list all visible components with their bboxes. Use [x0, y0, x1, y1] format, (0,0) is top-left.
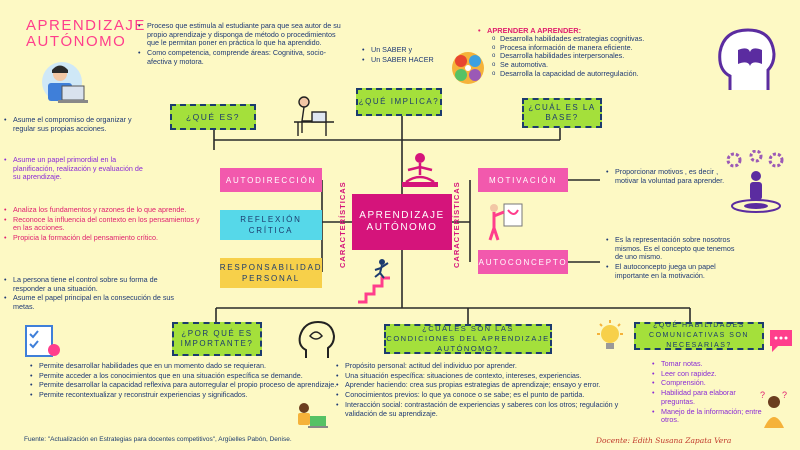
- cual-base-box: ¿CUÁL ES LA BASE?: [522, 98, 602, 128]
- meditation-icon: [402, 153, 438, 187]
- head-book-icon: [718, 28, 776, 90]
- que-implica-item: Un SABER y: [362, 45, 462, 55]
- center-box: APRENDIZAJE AUTÓNOMO: [352, 194, 452, 250]
- condiciones-item: Una situación específica: situaciones de…: [336, 371, 636, 381]
- que-es-box: ¿QUÉ ES?: [170, 104, 256, 130]
- base-item: Desarrolla habilidades estrategias cogni…: [492, 34, 708, 44]
- autoconcepto-item: El autoconcepto juega un papel important…: [606, 262, 742, 280]
- student-laptop-icon: [42, 62, 88, 103]
- por-que-box: ¿POR QUÉ ES IMPORTANTE?: [172, 322, 262, 356]
- por-que-item: Permite recontextualizar y reconstruir e…: [30, 390, 340, 400]
- por-que-item: Permite desarrollar la capacidad reflexi…: [30, 381, 340, 390]
- base-item: Se automotiva.: [492, 60, 708, 70]
- que-es-item: Proceso que estimula al estudiante para …: [138, 21, 346, 48]
- svg-text:?: ?: [782, 390, 787, 400]
- base-heading: •APRENDER A APRENDER:: [478, 26, 582, 35]
- que-implica-item: Un SABER HACER: [362, 55, 462, 65]
- left-list-3: Analiza los fundamentos y razones de lo …: [4, 205, 200, 244]
- left-item: Propicia la formación del pensamiento cr…: [4, 233, 200, 243]
- head-thought-icon: [298, 320, 336, 358]
- que-implica-list: Un SABER y Un SABER HACER: [362, 45, 462, 65]
- svg-text:?: ?: [760, 390, 765, 400]
- painter-icon: [488, 203, 523, 241]
- condiciones-item: Interacción social: contrastación de exp…: [336, 400, 636, 418]
- habilidades-item: Manejo de la información; entre otros.: [652, 407, 762, 425]
- left-item: Asume el papel principal en la consecuci…: [4, 293, 184, 311]
- motivacion-box: MOTIVACIÓN: [478, 168, 568, 192]
- habilidades-item: Comprensión.: [652, 379, 762, 388]
- responsabilidad-box: RESPONSABILIDAD PERSONAL: [220, 258, 322, 288]
- base-item: Procesa información de manera eficiente.: [492, 43, 708, 53]
- person-gears-icon: [726, 150, 784, 213]
- person-desk-icon: [294, 96, 334, 136]
- que-implica-box: ¿QUÉ IMPLICA?: [356, 88, 442, 116]
- base-list: Desarrolla habilidades estrategias cogni…: [492, 34, 708, 79]
- speech-bubble-icon: [770, 330, 792, 352]
- base-section: •APRENDER A APRENDER: Desarrolla habilid…: [478, 26, 708, 79]
- condiciones-list: Propósito personal: actitud del individu…: [336, 361, 636, 419]
- por-que-item: Permite desarrollar habilidades que en u…: [30, 361, 340, 371]
- condiciones-item: Conocimientos previos: lo que ya conoce …: [336, 390, 636, 400]
- left-item: Analiza los fundamentos y razones de lo …: [4, 205, 200, 215]
- que-es-item: Como competencia, comprende áreas: Cogni…: [138, 48, 346, 66]
- motivacion-list: Proporcionar motivos , es decir , motiva…: [606, 167, 734, 186]
- left-list-2: Asume un papel primordial en la planific…: [4, 155, 144, 183]
- autoconcepto-item: Es la representación sobre nosotros mism…: [606, 235, 742, 262]
- left-item: Asume un papel primordial en la planific…: [4, 155, 144, 182]
- checklist-icon: [25, 325, 60, 357]
- condiciones-box: ¿CUÁLES SON LAS CONDICIONES DEL APRENDIZ…: [384, 324, 552, 354]
- base-item: Desarrolla la capacidad de autorregulaci…: [492, 69, 708, 79]
- climbing-stairs-icon: [358, 259, 390, 304]
- woman-question-icon: ? ?: [760, 390, 787, 428]
- page-title: APRENDIZAJE AUTÓNOMO: [26, 17, 146, 50]
- left-item: Asume el compromiso de organizar y regul…: [4, 115, 154, 133]
- autodireccion-box: AUTODIRECCIÓN: [220, 168, 322, 192]
- por-que-list: Permite desarrollar habilidades que en u…: [30, 361, 340, 401]
- habilidades-box: ¿QUÉ HABILIDADES COMUNICATIVAS SON NECES…: [634, 322, 764, 350]
- condiciones-item: Propósito personal: actitud del individu…: [336, 361, 636, 371]
- habilidades-item: Leer con rapidez.: [652, 369, 762, 379]
- caracteristicas-right-label: CARACTERÍSTICAS: [452, 181, 461, 269]
- left-list-1: Asume el compromiso de organizar y regul…: [4, 115, 154, 134]
- por-que-item: Permite acceder a los conocimientos que …: [30, 371, 340, 381]
- docente-signature: Docente: Edith Susana Zapata Vera: [596, 436, 732, 445]
- reflexion-box: REFLEXIÓN CRÍTICA: [220, 210, 322, 240]
- condiciones-item: Aprender haciendo: crea sus propias estr…: [336, 381, 636, 390]
- left-list-4: La persona tiene el control sobre su for…: [4, 275, 184, 313]
- habilidades-item: Tomar notas.: [652, 359, 762, 369]
- autoconcepto-list: Es la representación sobre nosotros mism…: [606, 235, 742, 282]
- source-text: Fuente: "Actualización en Estrategias pa…: [24, 436, 292, 443]
- brain-gears-icon: [452, 52, 484, 84]
- habilidades-list: Tomar notas. Leer con rapidez. Comprensi…: [652, 359, 762, 426]
- motivacion-item: Proporcionar motivos , es decir , motiva…: [606, 167, 734, 185]
- que-es-list: Proceso que estimula al estudiante para …: [138, 21, 346, 68]
- bulb-icon: [597, 320, 623, 349]
- base-item: Desarrolla habilidades interpersonales.: [492, 52, 708, 61]
- autoconcepto-box: AUTOCONCEPTO: [478, 250, 568, 274]
- left-item: Reconoce la influencia del contexto en l…: [4, 215, 200, 233]
- caracteristicas-left-label: CARACTERÍSTICAS: [338, 181, 347, 269]
- woman-laptop-icon: [298, 403, 328, 428]
- left-item: La persona tiene el control sobre su for…: [4, 275, 184, 293]
- habilidades-item: Habilidad para elaborar preguntas.: [652, 388, 762, 406]
